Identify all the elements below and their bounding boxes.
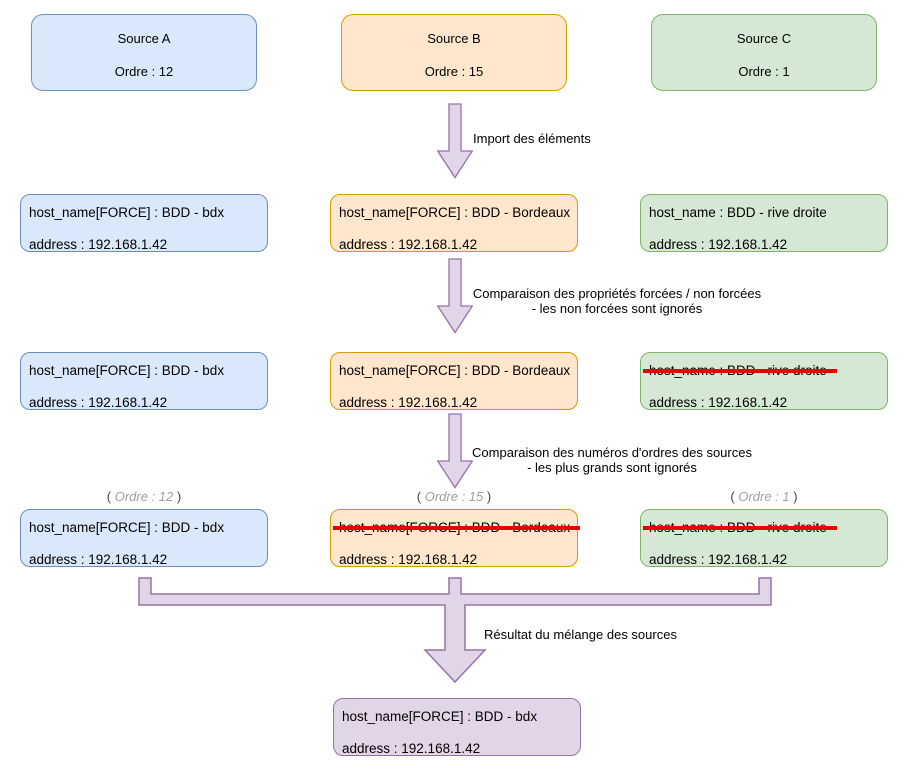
forced-compare-line1: Comparaison des propriétés forcées / non… <box>472 286 762 301</box>
imported-box-c: host_name : BDD - rive droite address : … <box>640 194 888 252</box>
address-line: address : 192.168.1.42 <box>29 552 168 567</box>
down-arrow-icon <box>437 258 473 334</box>
address-line: address : 192.168.1.42 <box>649 237 788 252</box>
after-order-box-a: host_name[FORCE] : BDD - bdx address : 1… <box>20 509 268 567</box>
paren-close: ) <box>483 489 492 504</box>
paren-open: ( <box>106 489 115 504</box>
after-force-box-b: host_name[FORCE] : BDD - Bordeaux addres… <box>330 352 578 410</box>
source-b-ordre: Ordre : 15 <box>424 64 484 79</box>
order-compare-line2: - les plus grands sont ignorés <box>527 460 697 475</box>
address-line: address : 192.168.1.42 <box>339 237 478 252</box>
address-line: address : 192.168.1.42 <box>649 395 788 410</box>
host-line: host_name[FORCE] : BDD - bdx <box>342 709 538 724</box>
after-order-box-c: host_name : BDD - rive droite address : … <box>640 509 888 567</box>
ordre-note-text: Ordre : 15 <box>424 489 484 504</box>
source-a-box: Source A Ordre : 12 <box>31 14 257 91</box>
forced-compare-step-label: Comparaison des propriétés forcées / non… <box>467 286 767 316</box>
order-compare-line1: Comparaison des numéros d'ordres des sou… <box>472 445 752 460</box>
import-step-label: Import des éléments <box>473 131 591 146</box>
host-line: host_name[FORCE] : BDD - Bordeaux <box>339 205 571 220</box>
result-step-label: Résultat du mélange des sources <box>484 627 677 642</box>
down-arrow-icon <box>437 413 473 489</box>
address-line: address : 192.168.1.42 <box>339 552 478 567</box>
merge-result-box: host_name[FORCE] : BDD - bdx address : 1… <box>333 698 581 756</box>
imported-box-a: host_name[FORCE] : BDD - bdx address : 1… <box>20 194 268 252</box>
address-line: address : 192.168.1.42 <box>649 552 788 567</box>
down-arrow-icon <box>437 103 473 179</box>
host-line-struck: host_name[FORCE] : BDD - Bordeaux <box>332 520 581 535</box>
address-line: address : 192.168.1.42 <box>29 395 168 410</box>
paren-open: ( <box>730 489 739 504</box>
paren-close: ) <box>173 489 182 504</box>
source-b-box: Source B Ordre : 15 <box>341 14 567 91</box>
ordre-note-text: Ordre : 1 <box>738 489 790 504</box>
paren-open: ( <box>416 489 425 504</box>
host-line: host_name[FORCE] : BDD - bdx <box>29 205 225 220</box>
host-line-struck: host_name : BDD - rive droite <box>643 363 837 378</box>
address-line: address : 192.168.1.42 <box>342 741 481 756</box>
after-force-box-a: host_name[FORCE] : BDD - bdx address : 1… <box>20 352 268 410</box>
host-line: host_name[FORCE] : BDD - Bordeaux <box>339 363 571 378</box>
after-force-box-c: host_name : BDD - rive droite address : … <box>640 352 888 410</box>
host-line-struck: host_name : BDD - rive droite <box>643 520 837 535</box>
ordre-note-text: Ordre : 12 <box>114 489 174 504</box>
address-line: address : 192.168.1.42 <box>29 237 168 252</box>
source-b-name: Source B <box>427 31 481 46</box>
order-compare-step-label: Comparaison des numéros d'ordres des sou… <box>467 445 757 475</box>
host-line: host_name[FORCE] : BDD - bdx <box>29 363 225 378</box>
source-a-name: Source A <box>117 31 171 46</box>
source-a-ordre: Ordre : 12 <box>114 64 174 79</box>
forced-compare-line2: - les non forcées sont ignorés <box>531 301 703 316</box>
source-c-name: Source C <box>736 31 792 46</box>
ordre-note-c: ( Ordre : 1 ) <box>640 490 888 504</box>
host-line: host_name[FORCE] : BDD - bdx <box>29 520 225 535</box>
imported-box-b: host_name[FORCE] : BDD - Bordeaux addres… <box>330 194 578 252</box>
host-line: host_name : BDD - rive droite <box>649 205 827 220</box>
ordre-note-b: ( Ordre : 15 ) <box>330 490 578 504</box>
ordre-note-a: ( Ordre : 12 ) <box>20 490 268 504</box>
address-line: address : 192.168.1.42 <box>339 395 478 410</box>
after-order-box-b: host_name[FORCE] : BDD - Bordeaux addres… <box>330 509 581 567</box>
source-c-ordre: Ordre : 1 <box>738 64 790 79</box>
source-c-box: Source C Ordre : 1 <box>651 14 877 91</box>
paren-close: ) <box>789 489 798 504</box>
merge-connector-arrow-icon <box>138 577 772 684</box>
